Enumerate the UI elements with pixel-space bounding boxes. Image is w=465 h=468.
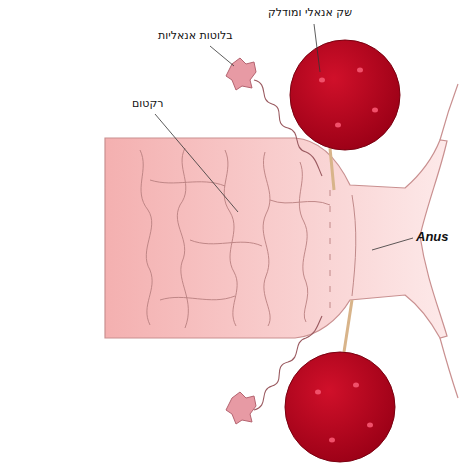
gland-label: בלוטות אנאליות (158, 29, 233, 42)
rectum-label: רקטום (132, 97, 163, 110)
sac-duct (344, 300, 352, 352)
anus-label: Anus (416, 229, 449, 245)
anal-sac (285, 352, 395, 462)
sac-spots (315, 68, 378, 443)
sac-label: שק אנאלי ומודלק (268, 6, 352, 19)
gland-duct (254, 316, 322, 410)
anal-sac (290, 40, 400, 150)
gland-duct (254, 80, 322, 176)
skin-line (440, 84, 458, 140)
rectum-shape (105, 138, 447, 338)
sac-duct (330, 148, 334, 190)
rectal-folds (140, 148, 356, 328)
leader-lines (155, 24, 413, 250)
anal-gland (226, 392, 256, 424)
skin-line (440, 338, 458, 398)
